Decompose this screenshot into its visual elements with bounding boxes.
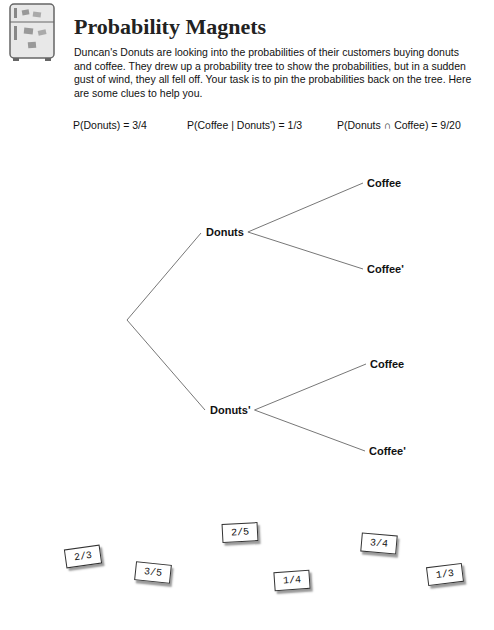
fraction-text: 3/4 bbox=[370, 537, 389, 550]
fraction-text: 1/4 bbox=[283, 574, 302, 586]
fraction-magnet: 2/3 bbox=[64, 545, 102, 569]
outcome-label: Coffee bbox=[370, 358, 404, 370]
outcome-label: Coffee' bbox=[369, 445, 406, 457]
probability-clue: P(Coffee | Donuts') = 1/3 bbox=[187, 119, 302, 131]
tree-outcome: Coffee' bbox=[367, 444, 408, 458]
tree-outcome: Coffee bbox=[365, 176, 403, 190]
tree-branch bbox=[255, 410, 366, 451]
title: Probability Magnets bbox=[74, 14, 266, 40]
tree-branch bbox=[248, 183, 363, 232]
fraction-text: 3/5 bbox=[143, 566, 162, 579]
tree-outcome: Coffee' bbox=[365, 262, 406, 276]
outcome-label: Donuts' bbox=[210, 404, 251, 416]
fraction-magnet: 1/4 bbox=[273, 570, 310, 591]
caption-text: Duncan's Donuts are looking into the pro… bbox=[74, 46, 479, 101]
outcome-label: Coffee bbox=[367, 177, 401, 189]
tree-outcome: Donuts bbox=[204, 225, 246, 239]
fraction-magnet: 3/5 bbox=[134, 561, 172, 584]
probability-clue: P(Donuts) = 3/4 bbox=[73, 119, 147, 131]
fraction-magnet: 2/5 bbox=[222, 522, 259, 543]
fraction-magnet: 3/4 bbox=[360, 532, 398, 554]
outcome-label: Donuts bbox=[206, 226, 244, 238]
fraction-text: 2/3 bbox=[73, 550, 92, 563]
outcome-label: Coffee' bbox=[367, 263, 404, 275]
probability-clue: P(Donuts ∩ Coffee) = 9/20 bbox=[337, 119, 461, 131]
fraction-text: 1/3 bbox=[435, 568, 454, 581]
tree-branch bbox=[248, 232, 363, 269]
tree-branch bbox=[255, 364, 367, 410]
tree-outcome: Coffee bbox=[368, 357, 406, 371]
tree-outcome: Donuts' bbox=[208, 403, 253, 417]
fraction-text: 2/5 bbox=[231, 527, 250, 539]
fraction-magnet: 1/3 bbox=[426, 563, 464, 586]
